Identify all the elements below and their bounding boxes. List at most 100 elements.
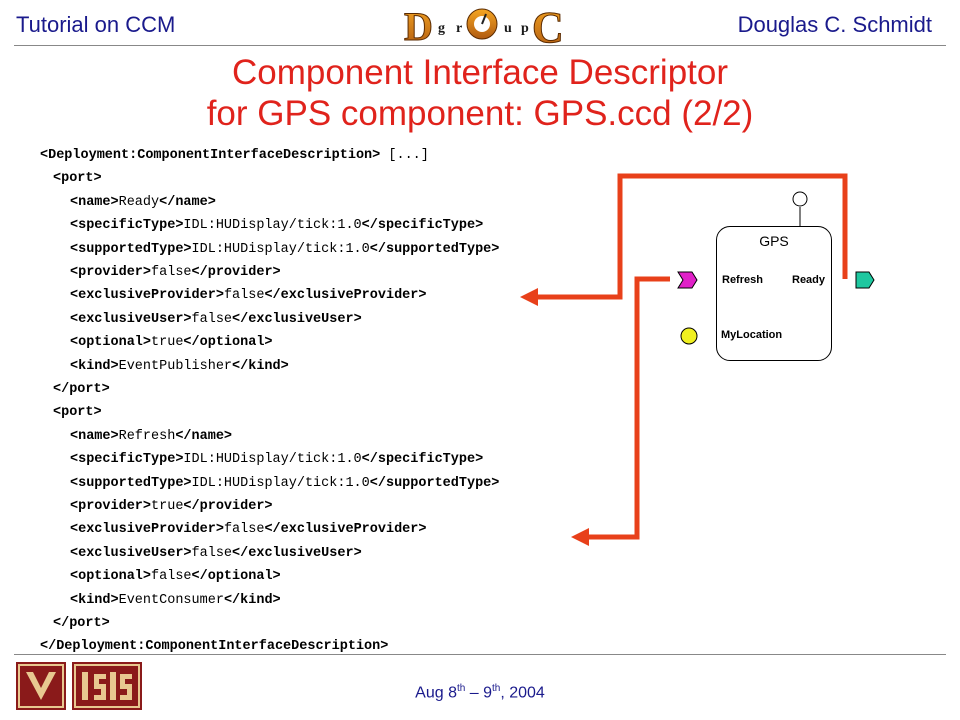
code-value: EventConsumer <box>118 592 224 608</box>
code-open-tag: <exclusiveUser> <box>70 545 192 561</box>
code-line: <exclusiveUser>false</exclusiveUser> <box>70 542 362 565</box>
code-close-tag: </optional> <box>191 569 281 585</box>
vanderbilt-logo <box>16 662 66 710</box>
ready-port-label: Ready <box>792 274 826 286</box>
code-line: <port> <box>53 167 102 190</box>
code-line: <optional>false</optional> <box>70 565 281 588</box>
date-sup: th <box>456 683 466 694</box>
code-value: false <box>191 545 233 561</box>
slide-title-line2: for GPS component: GPS.ccd (2/2) <box>206 94 754 133</box>
code-value: [...] <box>380 148 429 163</box>
code-open-tag: <provider> <box>70 499 152 514</box>
code-line: <exclusiveProvider>false</exclusiveProvi… <box>70 284 426 307</box>
code-value: false <box>223 288 265 304</box>
code-line: <name>Refresh</name> <box>70 425 232 448</box>
code-line: <Deployment:ComponentInterfaceDescriptio… <box>40 144 429 167</box>
header-author: Douglas C. Schmidt <box>737 12 932 37</box>
code-open-tag: <supportedType> <box>70 475 192 491</box>
code-value: Refresh <box>118 428 176 444</box>
code-open-tag: <exclusiveUser> <box>70 311 192 327</box>
svg-text:p: p <box>521 21 529 36</box>
date-part: , 2004 <box>500 684 545 702</box>
code-close-tag: </exclusiveUser> <box>232 545 362 561</box>
code-open-tag: <specificType> <box>70 452 184 468</box>
refresh-port-label: Refresh <box>722 274 763 286</box>
doc-group-logo: D g r u p C <box>404 3 565 49</box>
code-close-tag: </exclusiveUser> <box>232 311 362 327</box>
code-close-tag: </kind> <box>223 592 281 608</box>
code-line: <port> <box>53 401 102 424</box>
code-open-tag: <port> <box>53 171 102 187</box>
code-close-tag: </exclusiveProvider> <box>264 288 427 304</box>
code-close-tag: </supportedType> <box>369 241 500 257</box>
code-close-tag: </port> <box>53 382 110 397</box>
code-line: <specificType>IDL:HUDisplay/tick:1.0</sp… <box>70 448 483 471</box>
isis-logo <box>72 662 142 710</box>
ready-arrow <box>520 173 848 306</box>
code-line: </Deployment:ComponentInterfaceDescripti… <box>40 635 388 658</box>
code-close-tag: </kind> <box>232 358 289 374</box>
code-value: false <box>223 522 265 538</box>
footer-date: Aug 8th – 9th, 2004 <box>0 683 960 702</box>
code-close-tag: </name> <box>175 428 233 444</box>
svg-text:r: r <box>456 21 462 36</box>
code-close-tag: </provider> <box>183 499 273 514</box>
code-close-tag: </supportedType> <box>369 475 500 491</box>
code-value: IDL:HUDisplay/tick:1.0 <box>183 452 362 468</box>
code-value: IDL:HUDisplay/tick:1.0 <box>191 241 370 257</box>
code-value: Ready <box>118 194 160 210</box>
code-close-tag: </specificType> <box>361 452 484 468</box>
code-value: false <box>191 311 233 327</box>
code-open-tag: <exclusiveProvider> <box>70 288 224 304</box>
date-part: – 9 <box>465 684 492 702</box>
refresh-arrow <box>571 276 670 546</box>
code-line: </port> <box>53 378 110 401</box>
code-value: EventPublisher <box>118 358 233 374</box>
footer-divider <box>14 654 946 655</box>
header-divider <box>14 45 946 46</box>
code-line: <provider>true</provider> <box>70 495 273 518</box>
code-line: <optional>true</optional> <box>70 331 273 354</box>
slide-title-line1: Component Interface Descriptor <box>231 53 729 92</box>
ready-event-source-icon <box>855 271 875 289</box>
code-value: true <box>151 499 184 514</box>
code-open-tag: <port> <box>53 405 102 421</box>
svg-text:D: D <box>404 4 433 48</box>
component-facet-icon <box>792 191 808 207</box>
code-line: <specificType>IDL:HUDisplay/tick:1.0</sp… <box>70 214 483 237</box>
code-line: <exclusiveUser>false</exclusiveUser> <box>70 308 362 331</box>
code-line: <kind>EventPublisher</kind> <box>70 355 289 378</box>
code-line: <exclusiveProvider>false</exclusiveProvi… <box>70 518 426 541</box>
code-open-tag: <provider> <box>70 265 152 280</box>
code-value: IDL:HUDisplay/tick:1.0 <box>191 475 370 491</box>
code-open-tag: <name> <box>70 194 119 210</box>
code-open-tag: <optional> <box>70 335 152 351</box>
code-line: <supportedType>IDL:HUDisplay/tick:1.0</s… <box>70 238 499 261</box>
code-close-tag: </specificType> <box>361 218 484 234</box>
gps-component-box <box>716 226 832 361</box>
svg-text:C: C <box>532 3 564 48</box>
mylocation-port-label: MyLocation <box>721 329 783 341</box>
code-value: IDL:HUDisplay/tick:1.0 <box>183 218 362 234</box>
code-open-tag: <optional> <box>70 569 152 585</box>
code-line: <name>Ready</name> <box>70 191 216 214</box>
code-value: true <box>151 335 184 351</box>
code-open-tag: <kind> <box>70 592 119 608</box>
date-part: Aug 8 <box>415 684 457 702</box>
code-open-tag: <name> <box>70 428 119 444</box>
code-open-tag: <specificType> <box>70 218 184 234</box>
code-value: false <box>151 265 192 280</box>
header-tutorial-title: Tutorial on CCM <box>16 12 176 37</box>
code-open-tag: <Deployment:ComponentInterfaceDescriptio… <box>40 148 381 163</box>
svg-text:g: g <box>438 21 445 36</box>
code-open-tag: <kind> <box>70 358 119 374</box>
code-close-tag: </Deployment:ComponentInterfaceDescripti… <box>40 639 389 655</box>
code-open-tag: <supportedType> <box>70 241 192 257</box>
slide-title: Component Interface Descriptor for GPS c… <box>0 52 960 134</box>
gps-component-name: GPS <box>759 233 789 249</box>
mylocation-receptacle-icon <box>680 327 698 345</box>
code-close-tag: </provider> <box>191 265 281 280</box>
code-close-tag: </optional> <box>183 335 273 351</box>
code-value: false <box>151 569 192 585</box>
